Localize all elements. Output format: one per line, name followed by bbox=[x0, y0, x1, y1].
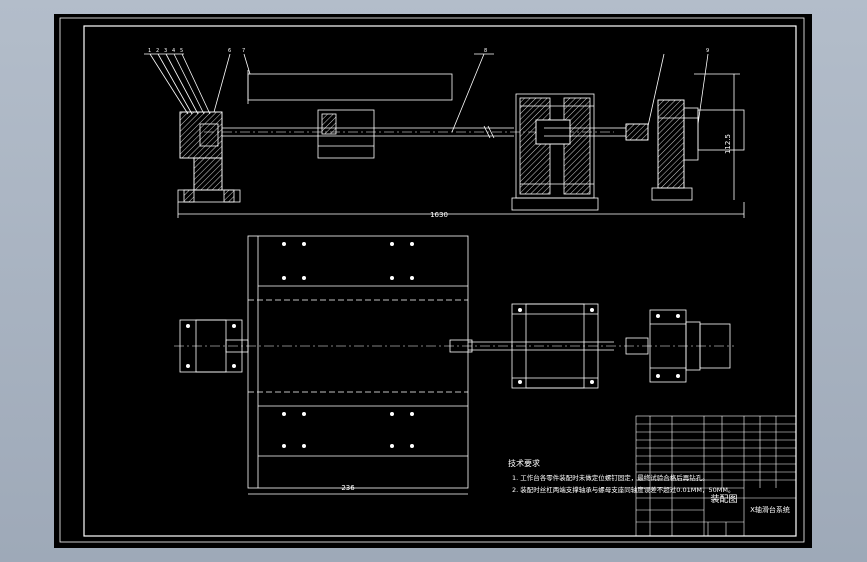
dimension-length-text: 1630 bbox=[430, 211, 448, 219]
balloon-7: 7 bbox=[242, 48, 245, 54]
outer-border bbox=[59, 17, 805, 543]
balloon-8: 8 bbox=[484, 48, 487, 54]
coupling bbox=[625, 123, 649, 141]
table-plan bbox=[247, 235, 469, 489]
notes-heading: 技术要求 bbox=[508, 458, 540, 468]
balloon-6: 6 bbox=[228, 48, 231, 54]
notes-line-1: 1. 工作台各零件装配时未做定位螺钉固定，最终试验合格后再钻孔。 bbox=[512, 473, 709, 482]
bolt-holes bbox=[186, 242, 680, 448]
balloon-1: 1 bbox=[148, 48, 151, 54]
project-name: X轴滑台系统 bbox=[750, 505, 790, 514]
drawing-sheet: 1630 112.5 1 2 3 4 5 6 7 8 9 bbox=[54, 14, 812, 548]
front-view bbox=[144, 53, 745, 218]
table-plate bbox=[247, 73, 453, 101]
balloon-3: 3 bbox=[164, 48, 167, 54]
title-block bbox=[635, 415, 797, 537]
notes-line-2: 2. 装配时丝杠两端支撑轴承与螺母支座同轴度误差不超过0.01MM，50MM。 bbox=[512, 485, 734, 494]
technical-notes: 技术要求 1. 工作台各零件装配时未做定位螺钉固定，最终试验合格后再钻孔。 2.… bbox=[508, 458, 734, 494]
right-bearing-seat bbox=[511, 93, 610, 211]
balloon-numbers: 1 2 3 4 5 6 7 8 9 bbox=[148, 48, 709, 54]
left-bearing-support bbox=[177, 111, 241, 203]
inner-border bbox=[83, 25, 797, 537]
assembly-drawing: 1630 112.5 1 2 3 4 5 6 7 8 9 bbox=[59, 17, 805, 543]
dimension-width-text: 236 bbox=[341, 484, 355, 492]
balloon-9: 9 bbox=[706, 48, 709, 54]
drawing-name: 装配图 bbox=[710, 493, 737, 505]
balloon-4: 4 bbox=[172, 48, 175, 54]
plan-view bbox=[174, 235, 734, 495]
dimension-height-text: 112.5 bbox=[724, 134, 732, 154]
balloon-5: 5 bbox=[180, 48, 183, 54]
nut-seat bbox=[317, 109, 375, 159]
balloon-2: 2 bbox=[156, 48, 159, 54]
motor-seat bbox=[651, 99, 745, 201]
